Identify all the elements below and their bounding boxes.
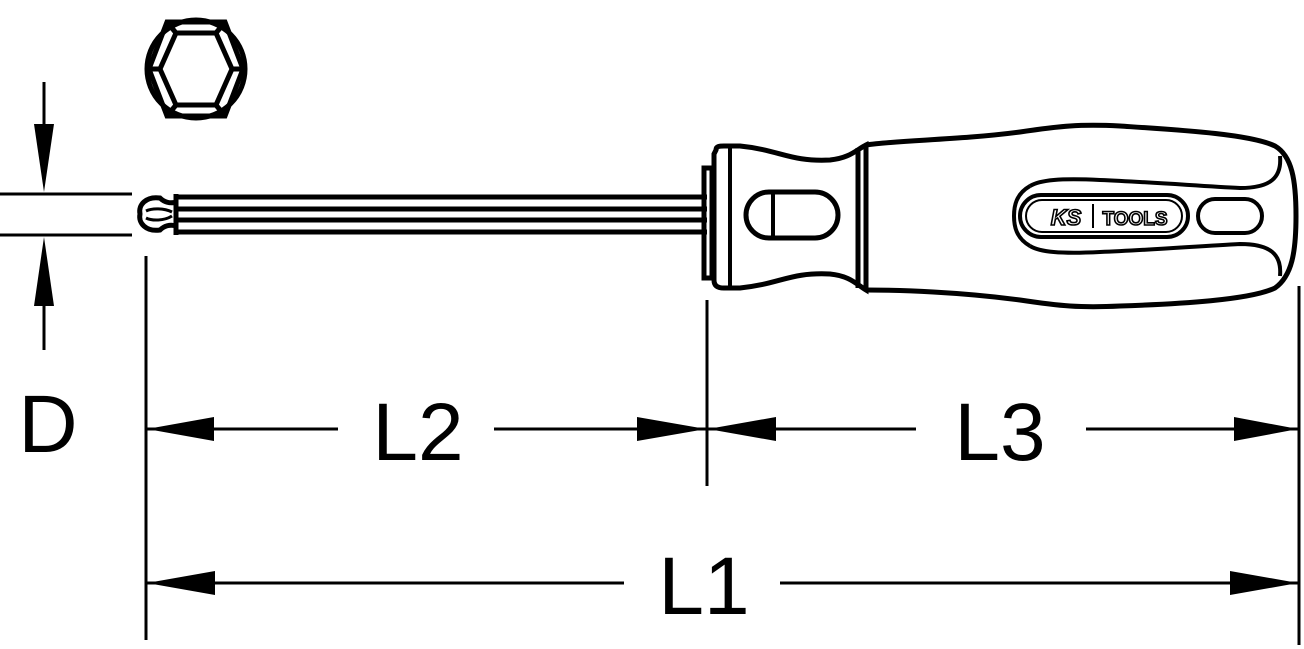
screwdriver-handle xyxy=(701,122,1299,310)
arrow-right-icon xyxy=(1230,571,1298,595)
handle-length-label: L3 xyxy=(954,387,1045,478)
diameter-label: D xyxy=(18,379,77,470)
diameter-dimension xyxy=(0,82,132,350)
overall-length-dimension xyxy=(146,571,1299,595)
handle-length-dimension xyxy=(707,417,1299,441)
blade-length-label: L2 xyxy=(372,387,463,478)
hexagon-socket-icon xyxy=(144,17,248,121)
arrow-up-icon xyxy=(34,237,54,306)
arrow-left-icon xyxy=(708,417,776,441)
arrow-left-icon xyxy=(147,571,215,595)
arrow-right-icon xyxy=(637,417,706,441)
arrow-right-icon xyxy=(1234,417,1298,441)
extension-lines xyxy=(144,256,1301,645)
ball-end xyxy=(137,195,179,233)
overall-length-label: L1 xyxy=(658,541,749,632)
brand-logo-left: KS xyxy=(1051,205,1082,230)
brand-logo-right: TOOLS xyxy=(1102,209,1167,230)
arrow-down-icon xyxy=(34,124,54,192)
blade-length-dimension xyxy=(146,417,707,441)
screwdriver-blade xyxy=(137,194,707,235)
arrow-left-icon xyxy=(147,417,214,441)
brand-logo: KS TOOLS xyxy=(1018,193,1190,239)
